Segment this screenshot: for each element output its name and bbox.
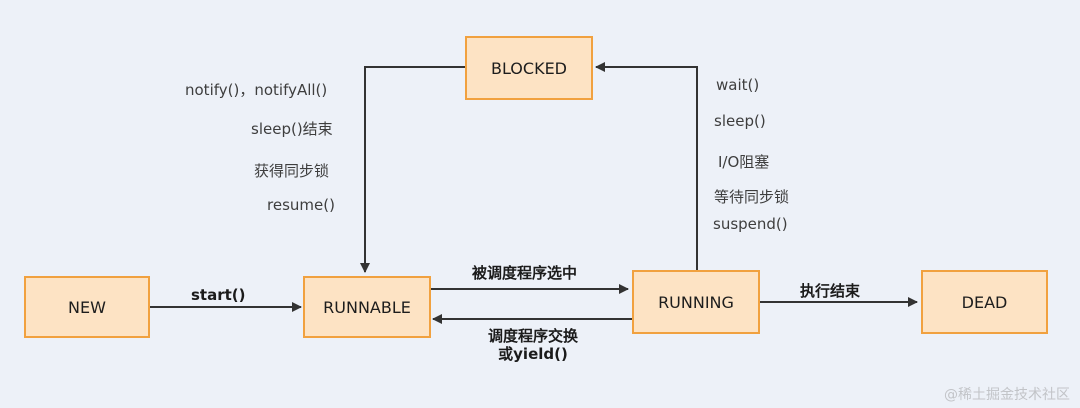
label-start: start() [191, 286, 246, 304]
arrow-running-to-blocked [595, 62, 698, 270]
label-notify: notify()，notifyAll() [185, 81, 328, 99]
label-resume: resume() [267, 196, 335, 214]
watermark: @稀土掘金技术社区 [944, 387, 1070, 403]
label-yield-line2: 或yield() [498, 345, 568, 363]
label-io-block: I/O阻塞 [718, 153, 770, 171]
label-wait-lock: 等待同步锁 [714, 188, 790, 206]
state-runnable: RUNNABLE [303, 276, 431, 338]
label-finish: 执行结束 [800, 282, 861, 300]
label-wait: wait() [716, 76, 760, 94]
label-sleep-end: sleep()结束 [251, 120, 333, 138]
state-dead: DEAD [921, 270, 1048, 334]
state-new: NEW [24, 276, 150, 338]
label-get-lock: 获得同步锁 [254, 162, 330, 180]
arrow-blocked-to-runnable [360, 66, 465, 273]
label-yield: 调度程序交换 或yield() [478, 327, 588, 363]
state-blocked: BLOCKED [465, 36, 593, 100]
label-scheduled: 被调度程序选中 [472, 264, 578, 282]
state-running: RUNNING [632, 270, 760, 334]
label-yield-line1: 调度程序交换 [487, 327, 578, 345]
label-suspend: suspend() [713, 215, 788, 233]
label-sleep: sleep() [714, 112, 766, 130]
